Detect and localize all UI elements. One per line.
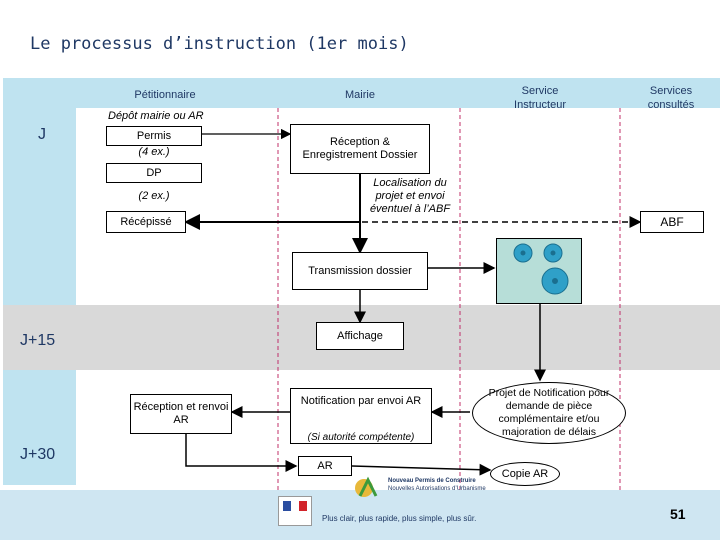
- recepisse-label: Récépissé: [120, 215, 172, 228]
- permis-label: Permis: [136, 129, 172, 142]
- header-band: [3, 78, 720, 108]
- transmission-label: Transmission dossier: [308, 264, 412, 277]
- republique-francaise-logo: [278, 496, 312, 526]
- copie-ar-ellipse: Copie AR: [490, 462, 560, 486]
- header-petitionnaire: Pétitionnaire: [134, 89, 196, 101]
- affichage-box: Affichage: [316, 322, 404, 350]
- ar-label: AR: [317, 459, 333, 472]
- gear-icon: [543, 243, 563, 263]
- header-mairie: Mairie: [345, 89, 375, 101]
- gear-icon: [513, 243, 533, 263]
- notification-label: Notification par envoi AR: [300, 395, 422, 407]
- permis-logo: [352, 474, 382, 502]
- notification-box: Notification par envoi AR: [290, 388, 432, 444]
- transmission-box: Transmission dossier: [292, 252, 428, 290]
- recepisse-box: Récépissé: [106, 211, 186, 233]
- reception-label: Réception & Enregistrement Dossier: [302, 136, 418, 161]
- abf-box: ABF: [640, 211, 704, 233]
- gears-graphic: [513, 243, 569, 295]
- logo-line2: Nouvelles Autorisations d’Urbanisme: [388, 486, 486, 492]
- si-autorite-label: (Si autorité compétente): [307, 432, 415, 443]
- dp-count: (2 ex.): [138, 190, 170, 202]
- timeline-j30: J+30: [20, 446, 56, 463]
- header-service-instructeur: Service Instructeur: [514, 85, 566, 111]
- slogan: Plus clair, plus rapide, plus simple, pl…: [322, 514, 477, 523]
- gear-icon: [541, 267, 569, 295]
- localisation-label: Localisation du projet et envoi éventuel…: [369, 177, 451, 215]
- timeline-j: J: [38, 126, 46, 143]
- logo-line1: Nouveau Permis de Construire: [388, 478, 476, 484]
- dp-box: DP: [106, 163, 202, 183]
- permis-box: Permis: [106, 126, 202, 146]
- depot-label: Dépôt mairie ou AR: [108, 110, 204, 122]
- dp-label: DP: [146, 166, 162, 179]
- reception-renvoi-label: Réception et renvoi AR: [133, 401, 229, 426]
- copie-ar-label: Copie AR: [501, 467, 549, 480]
- header-services-consultes: Services consultés: [647, 85, 695, 111]
- abf-label: ABF: [660, 214, 684, 229]
- affichage-label: Affichage: [337, 329, 383, 342]
- timeline-j15: J+15: [20, 332, 56, 349]
- reception-renvoi-box: Réception et renvoi AR: [130, 394, 232, 434]
- reception-box: Réception & Enregistrement Dossier: [290, 124, 430, 174]
- footer-band: [0, 490, 720, 540]
- permis-count: (4 ex.): [138, 146, 170, 158]
- arrow-renvoi-ar: [185, 434, 298, 472]
- timeline-band: [3, 78, 76, 485]
- processing-box: [496, 238, 582, 304]
- projet-notification-ellipse: Projet de Notification pour demande de p…: [472, 382, 626, 444]
- ar-box: AR: [298, 456, 352, 476]
- page-number: 51: [670, 506, 686, 522]
- arrow-copie-ar: [351, 463, 492, 476]
- projet-notification-label: Projet de Notification pour demande de p…: [488, 387, 610, 438]
- page-title: Le processus d’instruction (1er mois): [30, 34, 409, 54]
